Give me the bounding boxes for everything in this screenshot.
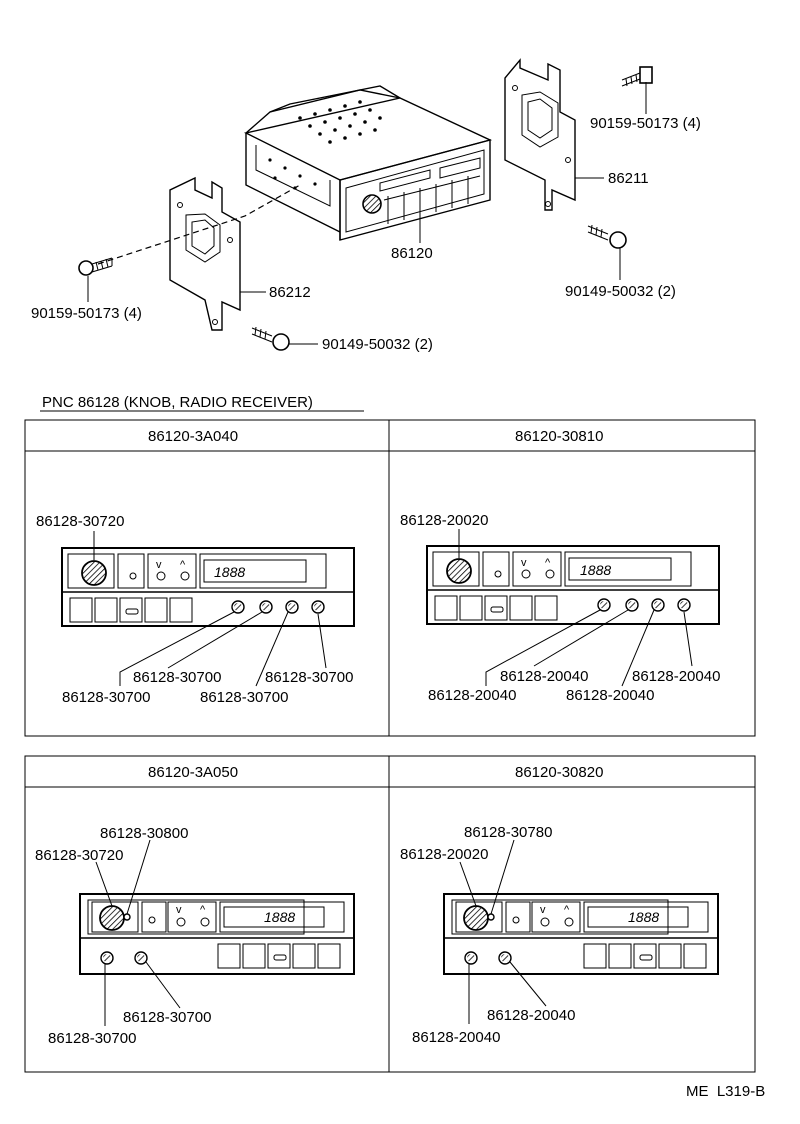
bolt-right [621,66,653,87]
knob-label: 86128-30700 [133,669,221,686]
svg-text:v: v [176,904,182,916]
svg-text:v: v [156,559,162,571]
screw-right [587,224,627,249]
exploded-view: 90159-50173 (4) 86211 86120 90149-50032 … [31,58,701,353]
knob-label: 86128-20020 [400,512,488,529]
pnc-title: PNC 86128 (KNOB, RADIO RECEIVER) [42,394,313,411]
panel-model-30820: 86120-30820 [515,764,603,781]
panel-30810: 86120-30810 v ^ 1888 [400,428,720,704]
svg-text:^: ^ [545,557,551,569]
faceplate: v ^ 1888 [426,545,720,625]
knob-label: 86128-30700 [123,1009,211,1026]
callout-screw-left: 90149-50032 (2) [322,336,433,353]
table-top [24,419,756,737]
panel-3a050: 86120-3A050 v ^ 1888 [35,764,355,1047]
knob-label: 86128-30700 [62,689,150,706]
svg-text:v: v [521,557,527,569]
callout-bracket-left: 86212 [269,284,311,301]
panel-model-3a050: 86120-3A050 [148,764,238,781]
callout-bolt-left: 90159-50173 (4) [31,305,142,322]
knob-label: 86128-20040 [428,687,516,704]
callout-receiver: 86120 [391,245,433,262]
svg-text:^: ^ [200,904,206,916]
panel-30820: 86120-30820 v ^ 1888 [400,764,719,1046]
display-text: 1888 [264,909,295,925]
faceplate: v ^ 1888 [79,893,355,975]
knob-label: 86128-30700 [48,1030,136,1047]
display-text: 1888 [580,562,611,578]
screw-left [251,326,290,351]
knob-label: 86128-30700 [200,689,288,706]
panel-model-3a040: 86120-3A040 [148,428,238,445]
panel-model-30810: 86120-30810 [515,428,603,445]
knob-label: 86128-20040 [500,668,588,685]
callout-bolt-right: 90159-50173 (4) [590,115,701,132]
radio-receiver-unit [243,85,493,241]
display-text: 1888 [214,564,245,580]
right-bracket [504,58,576,211]
panel-3a040: 86120-3A040 v ^ 1888 [36,428,355,706]
page-code: ME L319-B [686,1083,765,1100]
knob-label: 86128-30700 [265,669,353,686]
display-text: 1888 [628,909,659,925]
callout-screw-right: 90149-50032 (2) [565,283,676,300]
knob-label: 86128-30800 [100,825,188,842]
svg-text:^: ^ [564,904,570,916]
bolt-left [78,257,113,276]
knob-label: 86128-20040 [412,1029,500,1046]
knob-label: 86128-20040 [566,687,654,704]
top-vents [298,100,382,144]
faceplate: v ^ 1888 [443,893,719,975]
knob-label: 86128-20020 [400,846,488,863]
svg-text:v: v [540,904,546,916]
callout-bracket-right: 86211 [608,170,649,187]
knob-label: 86128-30780 [464,824,552,841]
faceplate: v ^ 1888 [61,547,355,627]
knob-label: 86128-30720 [36,513,124,530]
left-bracket [169,176,241,331]
knob-label: 86128-20040 [632,668,720,685]
table-bottom [24,755,756,1073]
svg-text:^: ^ [180,559,186,571]
knob-label: 86128-30720 [35,847,123,864]
knob-label: 86128-20040 [487,1007,575,1024]
